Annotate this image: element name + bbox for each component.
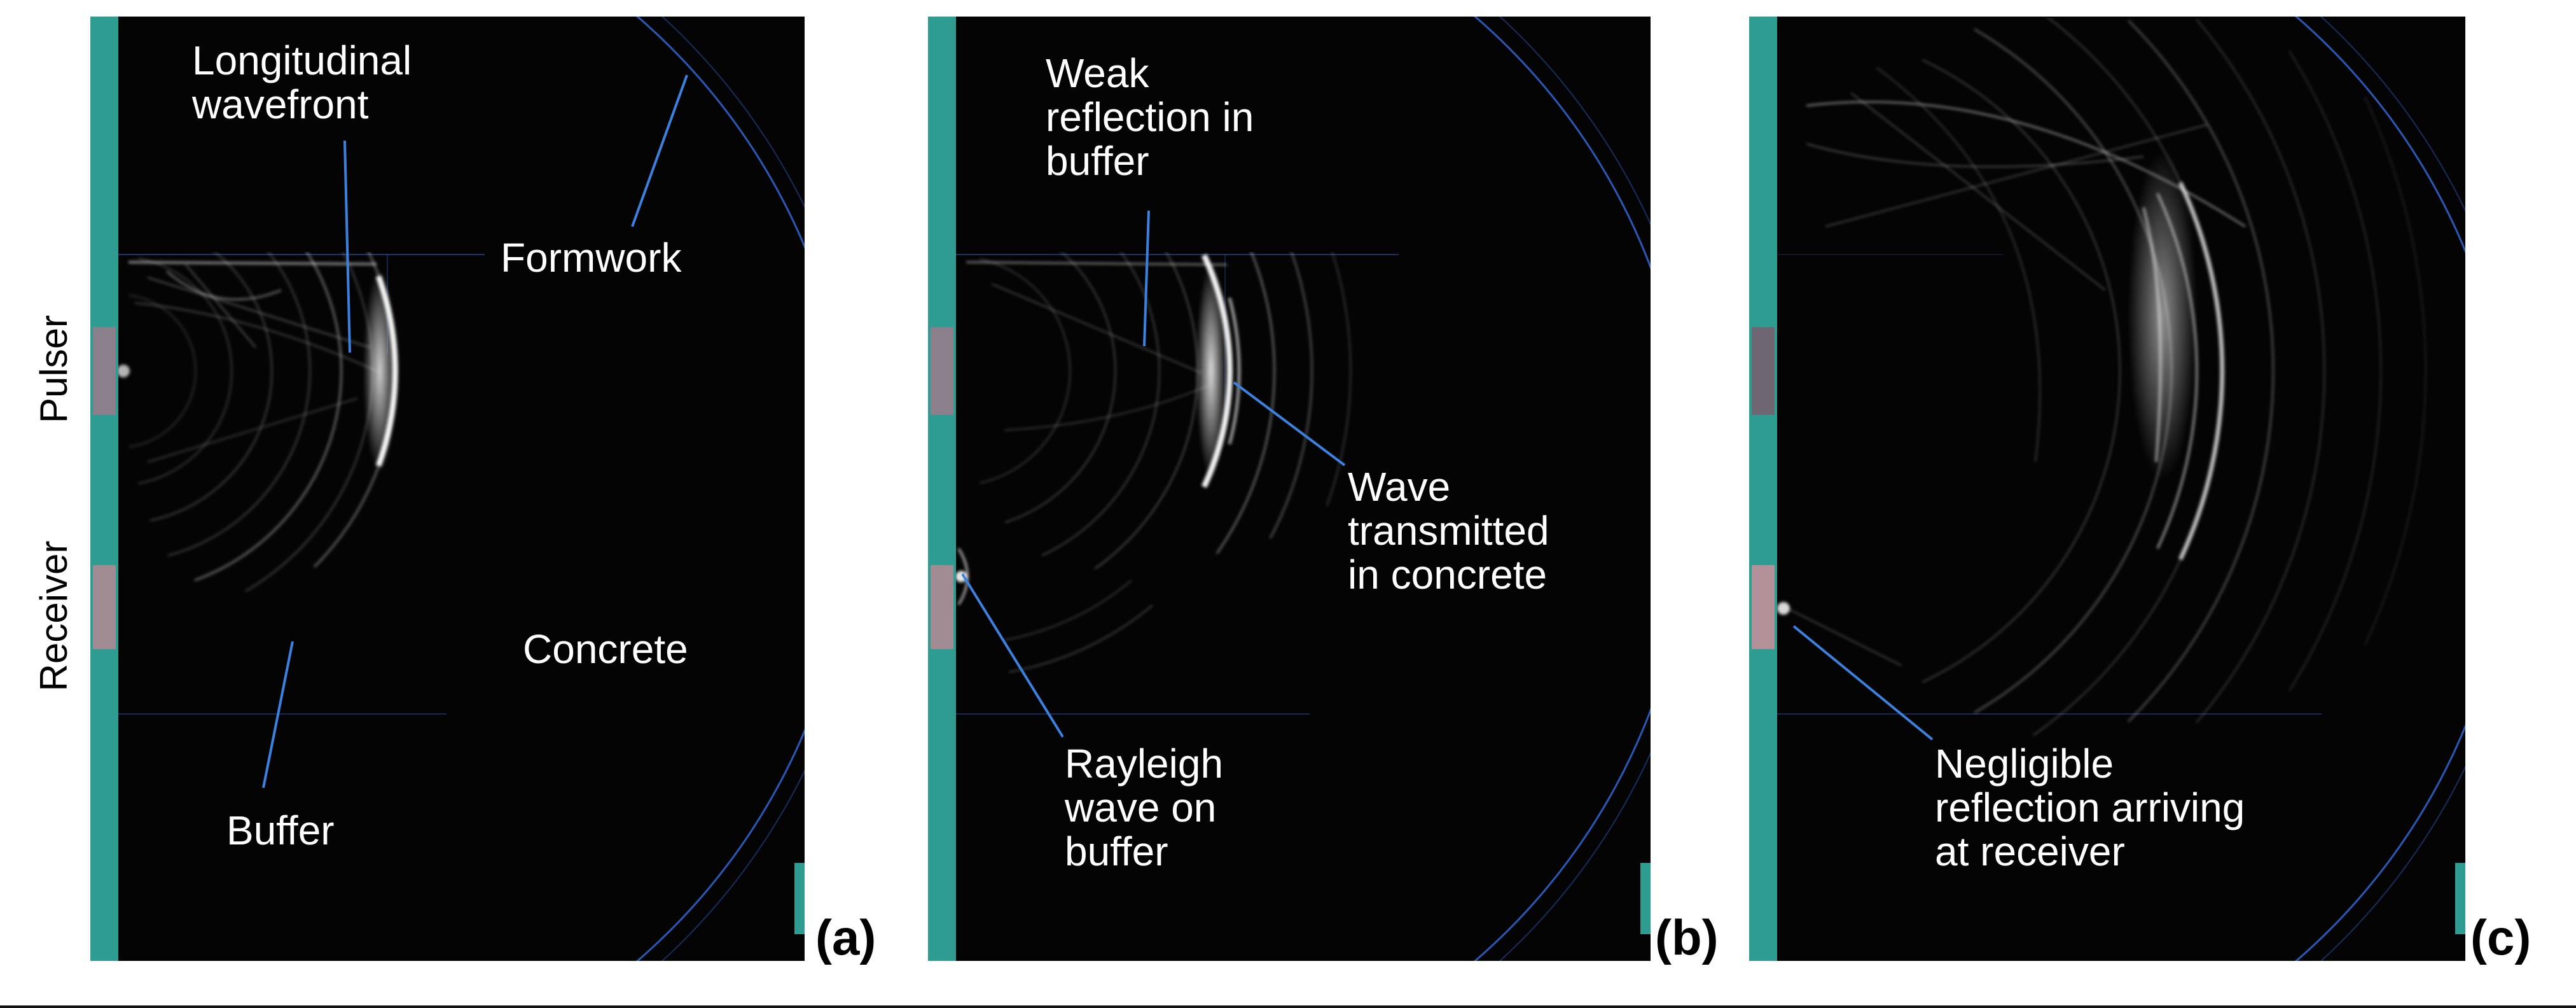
- figure-caption-a: (a): [815, 909, 876, 965]
- figure-caption-c: (c): [2470, 909, 2531, 965]
- formwork-edge-notch: [1640, 863, 1651, 934]
- buffer-teal-bar: [90, 17, 118, 961]
- label-concrete: Concrete: [523, 626, 688, 672]
- label-negligible-reflection: Negligible reflection arriving at receiv…: [1935, 741, 2245, 875]
- formwork-edge-notch: [794, 863, 805, 934]
- buffer-boundary-lines: [118, 254, 485, 715]
- receiver-transducer: [1752, 565, 1775, 649]
- wavefield-b: [956, 17, 1651, 961]
- label-formwork: Formwork: [501, 235, 682, 281]
- wave-pattern-a: [118, 252, 398, 592]
- label-buffer: Buffer: [226, 808, 335, 853]
- panel-a: Longitudinal wavefront Formwork Concrete…: [90, 17, 805, 961]
- receiver-transducer: [93, 565, 116, 649]
- bottom-divider: [0, 1005, 2576, 1008]
- wavefield-a: [118, 17, 805, 961]
- pulser-transducer: [931, 327, 953, 415]
- pulser-side-label: Pulser: [32, 314, 75, 424]
- wavefield-c: [1777, 17, 2465, 961]
- figure-caption-b: (b): [1655, 909, 1719, 965]
- pulser-transducer: [93, 327, 116, 415]
- panel-b: Weak reflection in buffer Wave transmitt…: [928, 17, 1651, 961]
- formwork-arc: [635, 17, 805, 961]
- panel-c: Negligible reflection arriving at receiv…: [1749, 17, 2465, 961]
- buffer-boundary-lines: [956, 254, 1399, 715]
- receiver-transducer: [931, 565, 953, 649]
- buffer-teal-bar: [1749, 17, 1777, 961]
- annotation-lines-a: [262, 74, 688, 788]
- annotation-lines-c: [1792, 625, 1934, 741]
- pulser-transducer: [1752, 327, 1775, 415]
- wave-pattern-c: [1777, 18, 2427, 736]
- formwork-edge-notch: [2455, 863, 2465, 934]
- wave-pattern-b: [956, 252, 1352, 673]
- buffer-boundary-lines: [1777, 254, 2322, 715]
- label-wave-transmitted: Wave transmitted in concrete: [1348, 464, 1549, 598]
- label-longitudinal-wavefront: Longitudinal wavefront: [192, 38, 412, 128]
- receiver-side-label: Receiver: [32, 540, 75, 692]
- buffer-teal-bar: [928, 17, 956, 961]
- annotation-lines-b: [961, 210, 1346, 738]
- label-weak-reflection: Weak reflection in buffer: [1046, 50, 1254, 185]
- label-rayleigh-wave: Rayleigh wave on buffer: [1065, 741, 1224, 875]
